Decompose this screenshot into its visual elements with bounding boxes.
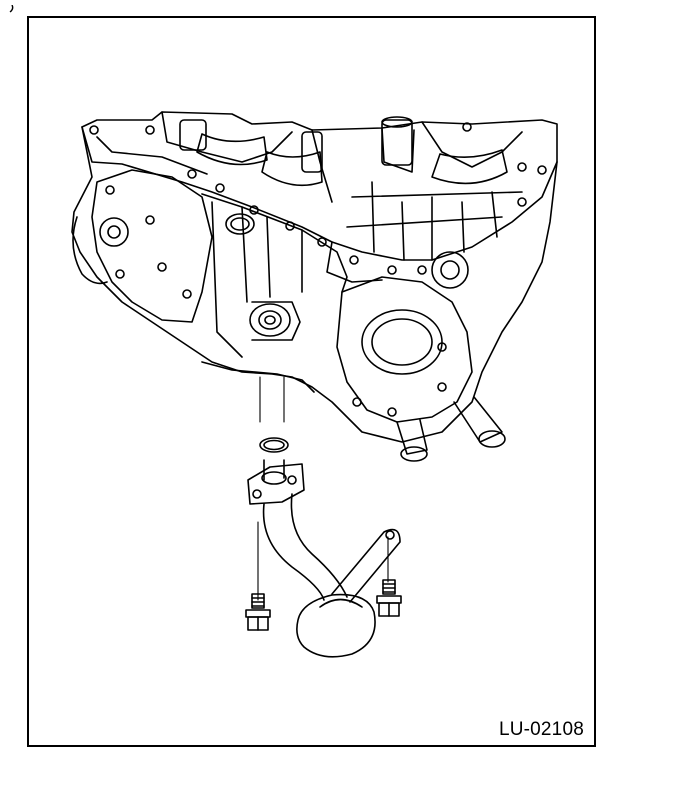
figure-code: LU-02108 (498, 719, 584, 740)
corner-mark (0, 0, 20, 13)
engine-block (71, 111, 558, 462)
oil-strainer-diagram (71, 111, 558, 658)
figure-frame: LU-02108 (27, 16, 596, 747)
oil-strainer (247, 459, 401, 658)
bolt-right (376, 579, 402, 617)
bolt-left (245, 593, 271, 631)
o-ring (259, 437, 289, 453)
guide-lines (257, 376, 389, 601)
seal-boss (225, 213, 301, 341)
